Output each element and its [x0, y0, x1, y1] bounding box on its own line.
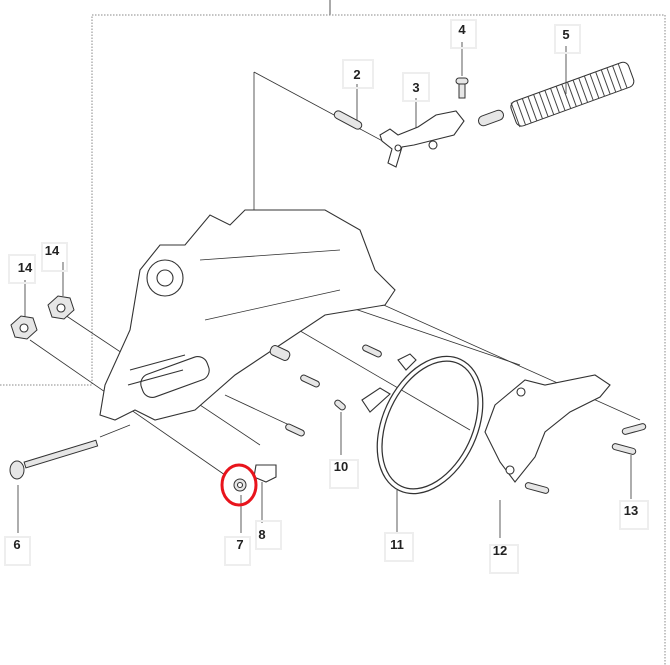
highlight-circle — [220, 463, 258, 507]
part-plate-8 — [253, 464, 277, 483]
callout-5[interactable]: 5 — [562, 27, 569, 42]
callout-13[interactable]: 13 — [624, 503, 638, 518]
callout-6[interactable]: 6 — [13, 537, 20, 552]
part-bolt-6 — [9, 439, 99, 480]
part-pin-10 — [334, 399, 346, 411]
part-lever-3 — [379, 110, 465, 168]
part-nut-14b — [10, 315, 38, 340]
callout-10[interactable]: 10 — [334, 459, 348, 474]
part-pin-2 — [333, 110, 363, 130]
part-nut-14a — [47, 295, 75, 320]
callout-7[interactable]: 7 — [236, 537, 243, 552]
part-spring-5 — [477, 61, 635, 128]
callout-12[interactable]: 12 — [493, 543, 507, 558]
part-screws-13 — [524, 423, 647, 494]
callout-labels: 2 3 4 5 14 14 6 7 8 10 11 12 13 — [4, 19, 649, 574]
callout-4[interactable]: 4 — [458, 22, 466, 37]
callout-3[interactable]: 3 — [412, 80, 419, 95]
callout-14b[interactable]: 14 — [18, 260, 33, 275]
callout-14a[interactable]: 14 — [45, 243, 60, 258]
callout-11[interactable]: 11 — [390, 537, 404, 552]
callout-2[interactable]: 2 — [353, 67, 360, 82]
part-washer-7 — [233, 478, 247, 492]
callout-8[interactable]: 8 — [258, 527, 265, 542]
part-bracket-12 — [484, 374, 611, 483]
part-screw-4 — [455, 77, 469, 99]
part-housing — [99, 209, 396, 421]
part-pins — [269, 344, 382, 437]
part-brake-band-11 — [361, 353, 484, 495]
